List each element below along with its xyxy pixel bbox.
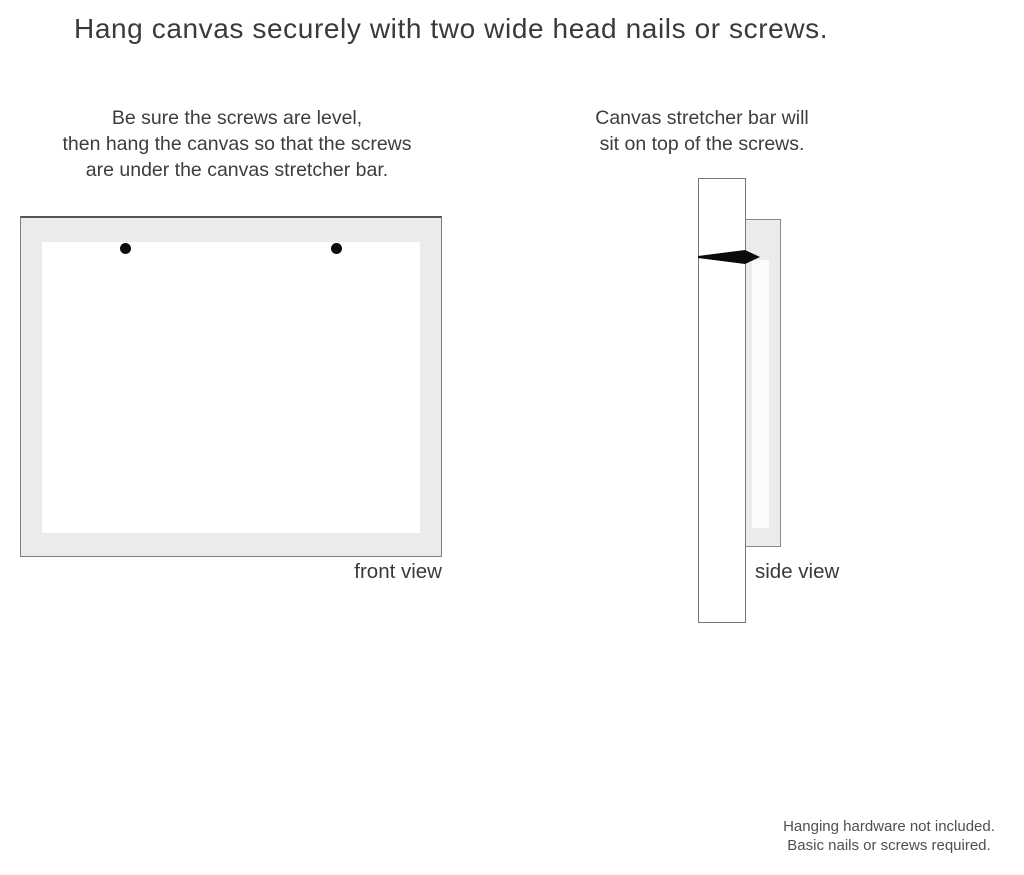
side-view-label: side view <box>755 560 840 583</box>
page-title: Hang canvas securely with two wide head … <box>74 13 829 44</box>
nail-icon <box>698 250 760 264</box>
side-view-canvas-edge-inner <box>752 260 769 528</box>
instruction-line: then hang the canvas so that the screws <box>62 133 412 155</box>
side-view-canvas-edge <box>745 219 781 547</box>
disclaimer-line: Basic nails or screws required. <box>787 836 991 854</box>
instruction-line: sit on top of the screws. <box>599 133 805 155</box>
instruction-line: Be sure the screws are level, <box>111 107 363 129</box>
nail-head-dot-left <box>120 243 131 254</box>
nail-head-dot-right <box>331 243 342 254</box>
side-view-stretcher-bar <box>698 178 746 623</box>
instruction-line: Canvas stretcher bar will <box>595 107 809 129</box>
disclaimer-line: Hanging hardware not included. <box>783 818 995 835</box>
side-view-instructions: Canvas stretcher bar will sit on top of … <box>562 105 842 157</box>
front-view-label: front view <box>354 560 442 583</box>
hardware-disclaimer: Hanging hardware not included. Basic nai… <box>768 818 1010 855</box>
front-view-instructions: Be sure the screws are level, then hang … <box>27 105 447 183</box>
front-view-canvas-frame <box>20 216 442 557</box>
front-view-canvas-inner <box>42 242 420 533</box>
instruction-line: are under the canvas stretcher bar. <box>85 159 389 181</box>
